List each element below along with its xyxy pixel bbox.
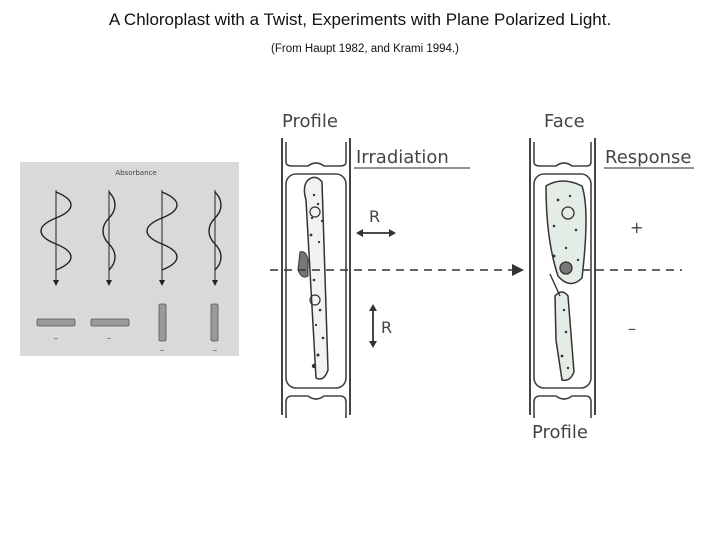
right-cell	[529, 138, 596, 418]
face-heading: Face	[544, 111, 585, 132]
chloroplast-bar-vertical-2	[210, 303, 219, 342]
cell-diagram-figure: Profile Face Irradiation Response	[270, 111, 694, 443]
chloroplast-bar-horizontal-1	[36, 318, 76, 327]
left-cell	[281, 138, 351, 418]
chloroplast-cell-diagram: Profile Face Irradiation Response	[270, 100, 700, 455]
profile-bottom-label: Profile	[532, 422, 588, 443]
dashed-divider-arrowhead	[512, 264, 524, 276]
polarized-wave-wide-2	[146, 190, 178, 286]
absorbance-sign-2: –	[107, 335, 111, 342]
double-arrow-horizontal	[356, 229, 396, 237]
absorbance-sign-4: –	[213, 347, 217, 354]
chloroplast-bar-horizontal-2	[90, 318, 130, 327]
double-arrow-vertical	[369, 304, 377, 348]
absorbance-label: Absorbance	[115, 169, 156, 177]
absorbance-sign-1: –	[54, 335, 58, 342]
response-minus: –	[628, 319, 636, 338]
response-plus: +	[630, 218, 643, 237]
slide-citation: (From Haupt 1982, and Krami 1994.)	[271, 43, 459, 55]
arrow-label-top: R	[369, 207, 380, 226]
absorbance-panel: Absorbance – – –	[20, 162, 239, 356]
profile-heading: Profile	[282, 111, 338, 132]
polarized-wave-narrow-1	[102, 190, 116, 286]
polarized-wave-wide-1	[40, 190, 72, 286]
response-label: Response	[605, 147, 691, 168]
polarized-wave-narrow-2	[208, 190, 222, 286]
chloroplast-bar-vertical-1	[158, 303, 167, 342]
slide-title: A Chloroplast with a Twist, Experiments …	[108, 10, 612, 29]
absorbance-sign-3: –	[160, 347, 164, 354]
arrow-label-bottom: R	[381, 318, 392, 337]
absorbance-figure: Absorbance – – –	[36, 169, 222, 354]
irradiation-label: Irradiation	[356, 147, 449, 168]
